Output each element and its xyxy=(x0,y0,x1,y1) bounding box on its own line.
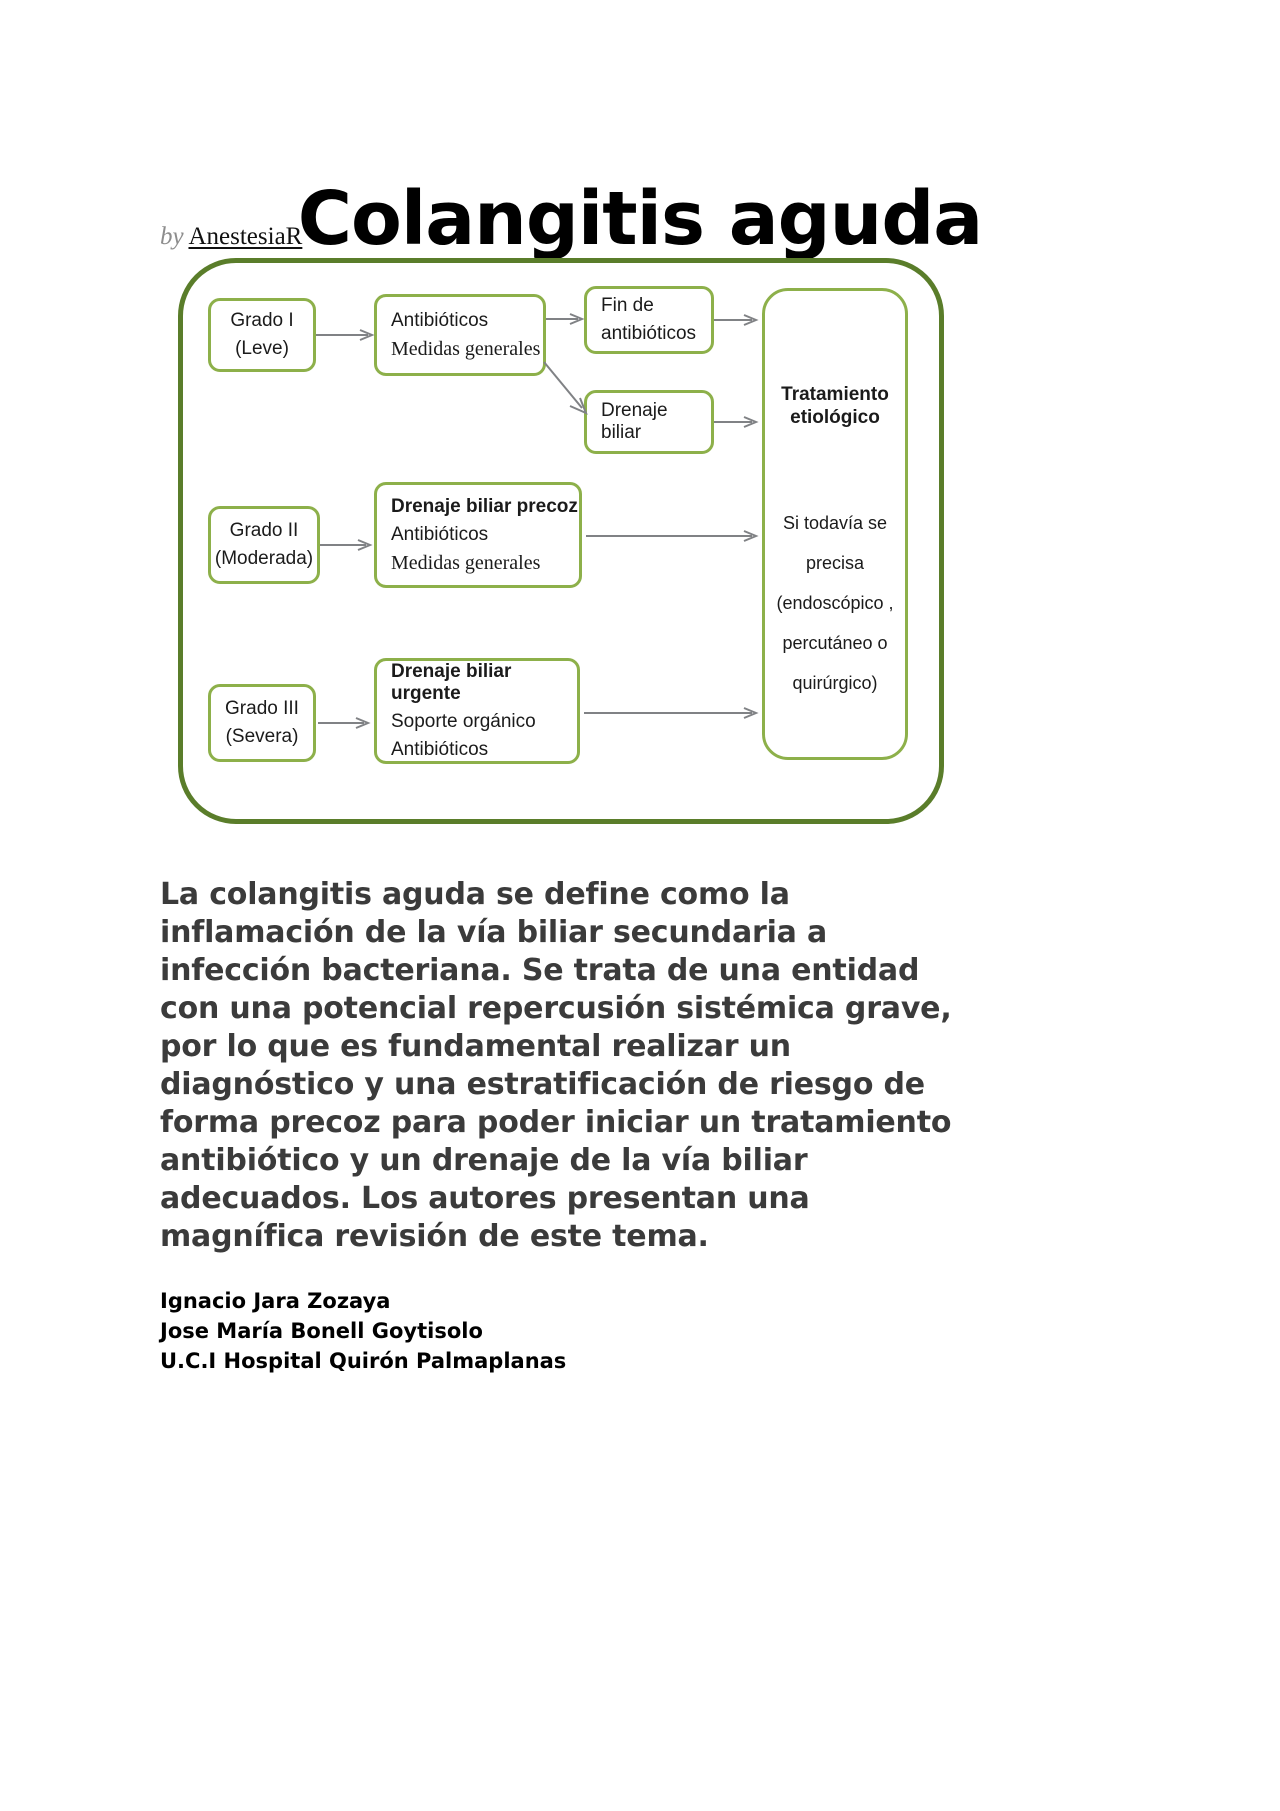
page-title: Colangitis aguda xyxy=(297,175,984,262)
grado-2-action-medidas: Medidas generales xyxy=(391,551,541,574)
arrow-grado1-to-actions xyxy=(316,328,378,342)
grado-3-action-soporte: Soporte orgánico xyxy=(391,711,536,732)
grado-2-label: Grado II xyxy=(229,520,299,541)
grado-2-action-drenaje-precoz: Drenaje biliar precoz xyxy=(391,495,578,517)
tratamiento-body-line-1: Si todavía se xyxy=(782,513,888,533)
diagram-node-grado-1-actions: Antibióticos Medidas generales xyxy=(374,294,546,376)
lead-paragraph: La colangitis aguda se define como la in… xyxy=(160,877,952,1254)
grado-1-action-medidas: Medidas generales xyxy=(391,337,541,360)
byline: by AnestesiaR xyxy=(160,222,302,252)
diagram-node-tratamiento-etiologico: Tratamiento etiológico Si todavía se pre… xyxy=(762,288,908,760)
fin-antibioticos-line-1: Fin de xyxy=(601,295,654,316)
tratamiento-body-line-3: (endoscópico , xyxy=(776,593,894,613)
grado-3-action-drenaje-urgente: Drenaje biliar urgente xyxy=(391,661,512,704)
treatment-algorithm-diagram: Grado I (Leve) Antibióticos Medidas gene… xyxy=(178,258,948,828)
tratamiento-etiologico-body: Si todavía se precisa (endoscópico , per… xyxy=(768,503,901,703)
byline-author-link[interactable]: AnestesiaR xyxy=(188,223,303,250)
grado-1-label: Grado I xyxy=(230,310,294,331)
diagram-node-grado-1: Grado I (Leve) xyxy=(208,298,316,372)
arrow-fin-to-etiologico xyxy=(714,313,766,327)
diagram-node-grado-2: Grado II (Moderada) xyxy=(208,506,320,584)
arrow-actions-to-fin xyxy=(546,312,590,326)
grado-1-action-antibioticos: Antibióticos xyxy=(391,309,489,331)
diagram-node-grado-3: Grado III (Severa) xyxy=(208,684,316,762)
grado-3-action-antibioticos: Antibióticos xyxy=(391,739,489,760)
diagram-node-fin-antibioticos: Fin de antibióticos xyxy=(584,286,714,354)
diagram-node-grado-3-actions: Drenaje biliar urgente Soporte orgánico … xyxy=(374,658,580,764)
arrow-grado2-to-actions xyxy=(320,538,378,552)
arrow-drenaje-to-etiologico xyxy=(714,415,766,429)
grado-2-severity: (Moderada) xyxy=(214,548,314,569)
grado-3-severity: (Severa) xyxy=(225,726,299,747)
arrow-grado3-to-etiologico xyxy=(584,706,766,720)
arrow-grado3-to-actions xyxy=(318,716,378,730)
tratamiento-title-line-1: Tratamiento xyxy=(781,384,889,405)
signature-affiliation: U.C.I Hospital Quirón Palmaplanas xyxy=(160,1349,567,1373)
fin-antibioticos-line-2: antibióticos xyxy=(601,323,697,344)
tratamiento-body-line-5: quirúrgico) xyxy=(792,673,878,693)
tratamiento-etiologico-title: Tratamiento etiológico xyxy=(781,383,889,429)
grado-2-action-antibioticos: Antibióticos xyxy=(391,523,489,545)
tratamiento-title-line-2: etiológico xyxy=(790,407,880,428)
grado-3-label: Grado III xyxy=(225,698,299,719)
signature-author-1: Ignacio Jara Zozaya xyxy=(160,1289,391,1313)
grado-1-severity: (Leve) xyxy=(235,338,289,359)
arrow-actions-to-drenaje xyxy=(543,361,596,420)
diagram-node-drenaje-biliar: Drenaje biliar xyxy=(584,390,714,454)
diagram-node-grado-2-actions: Drenaje biliar precoz Antibióticos Medid… xyxy=(374,482,582,588)
author-signature-block: Ignacio Jara Zozaya Jose María Bonell Go… xyxy=(160,1286,860,1376)
arrow-grado2-to-etiologico xyxy=(586,529,766,543)
tratamiento-body-line-2: precisa xyxy=(805,553,864,573)
byline-prefix: by xyxy=(160,223,184,250)
tratamiento-body-line-4: percutáneo o xyxy=(782,633,888,653)
drenaje-biliar-label: Drenaje biliar xyxy=(601,400,668,443)
signature-author-2: Jose María Bonell Goytisolo xyxy=(160,1319,483,1343)
